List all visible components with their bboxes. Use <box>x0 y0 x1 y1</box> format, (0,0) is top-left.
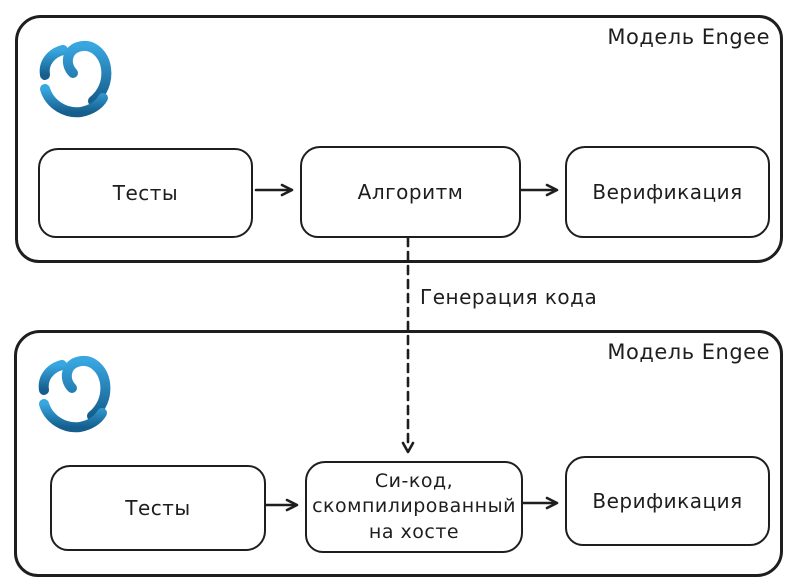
node-label: Верификация <box>592 179 743 204</box>
node-verification-bottom: Верификация <box>565 456 770 546</box>
node-label: Верификация <box>592 488 743 513</box>
model-container-bottom: Модель Engee Тесты Си-код, скомпилирован… <box>14 330 783 577</box>
node-verification-top: Верификация <box>565 146 770 238</box>
model-container-top: Модель Engee Тесты Алгоритм Верификация <box>15 15 783 263</box>
node-c-code-compiled-on-host: Си-код, скомпилированный на хосте <box>305 461 523 553</box>
node-label: Алгоритм <box>357 179 464 204</box>
node-tests-top: Тесты <box>38 148 253 238</box>
container-title-bottom: Модель Engee <box>607 340 770 364</box>
node-algorithm: Алгоритм <box>300 146 521 238</box>
container-title-top: Модель Engee <box>607 25 770 49</box>
edge-label-code-generation: Генерация кода <box>420 285 598 309</box>
engee-logo-icon <box>39 40 112 118</box>
node-label: Си-код, скомпилированный на хосте <box>312 469 516 543</box>
node-label: Тесты <box>125 495 191 520</box>
node-tests-bottom: Тесты <box>50 465 266 551</box>
node-label: Тесты <box>112 180 179 205</box>
engee-logo-icon <box>38 355 111 433</box>
